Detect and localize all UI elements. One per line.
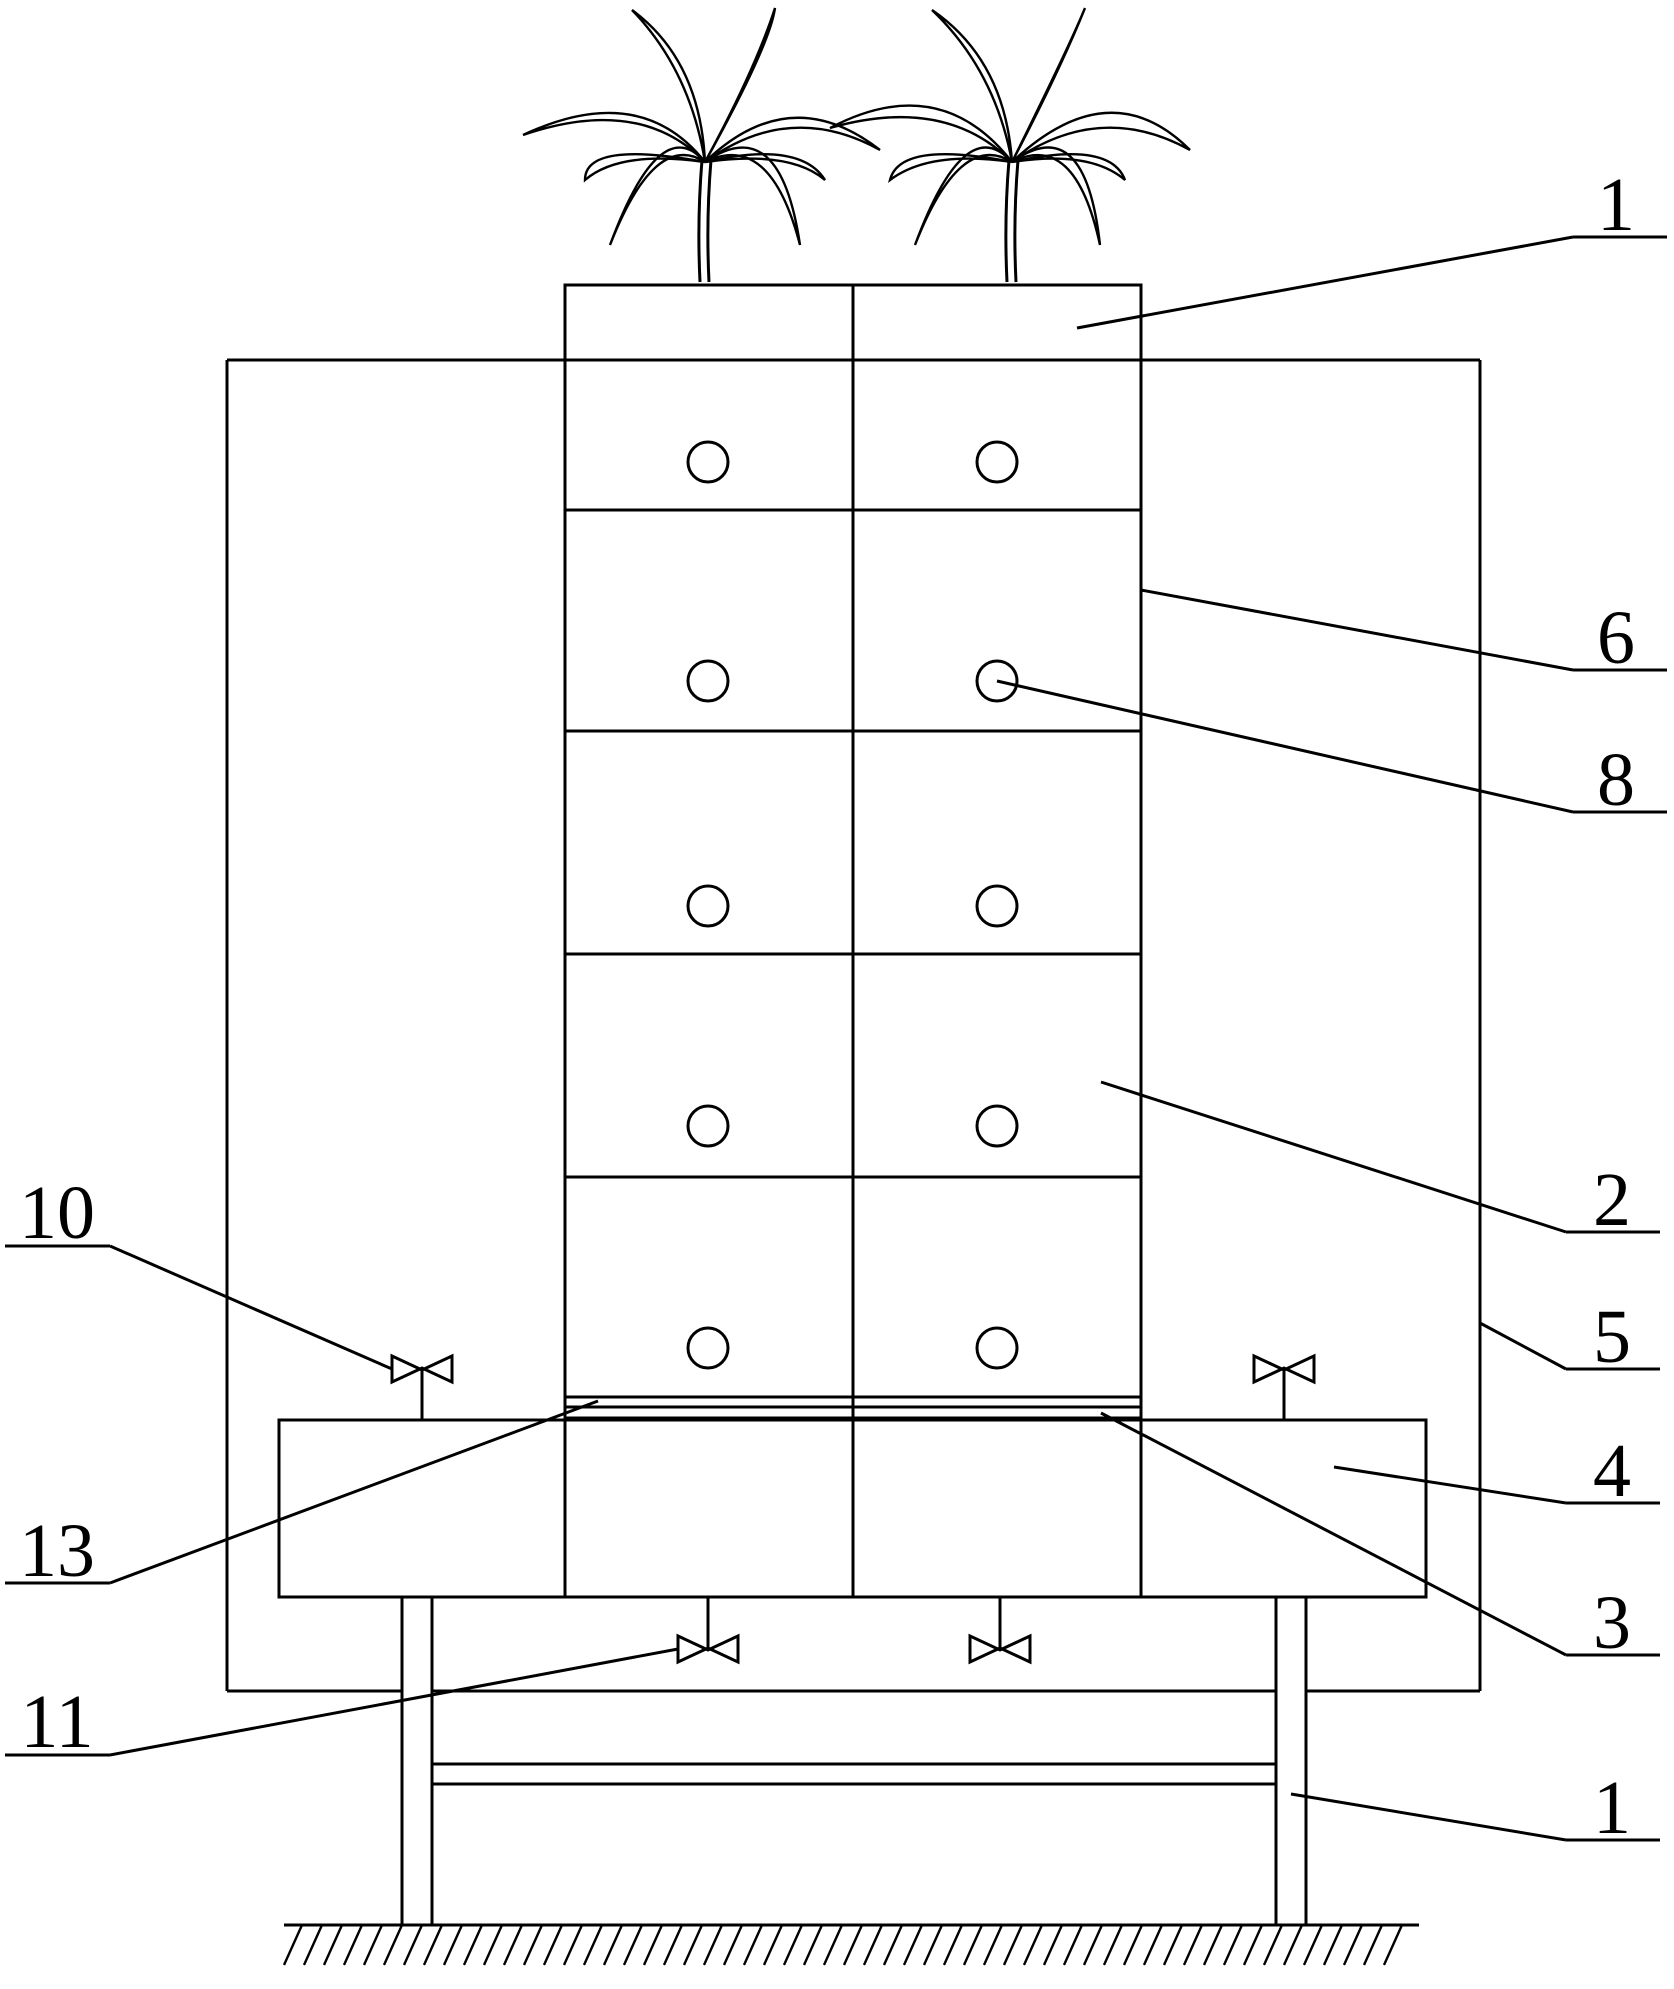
- ground-hatch-line: [642, 1924, 664, 1966]
- ground-hatch-line: [722, 1924, 744, 1966]
- ground-hatch-line: [1082, 1924, 1104, 1966]
- ground-hatch-line: [1282, 1924, 1304, 1966]
- label-1-top: 1: [1597, 163, 1635, 247]
- label-2: 2: [1593, 1158, 1631, 1242]
- ground-hatch-line: [1222, 1924, 1244, 1966]
- ground-hatch-line: [882, 1924, 904, 1966]
- valve-top-right: [1252, 1353, 1316, 1420]
- label-5: 5: [1593, 1295, 1631, 1379]
- valve-bottom-right: [968, 1597, 1032, 1665]
- label-3: 3: [1593, 1581, 1631, 1665]
- plant-left: [522, 7, 881, 283]
- plant-right: [829, 7, 1191, 283]
- label-6: 6: [1597, 596, 1635, 680]
- ground-hatch-line: [1122, 1924, 1144, 1966]
- ground-hatch-line: [1002, 1924, 1024, 1966]
- ground-hatch-line: [902, 1924, 924, 1966]
- ground-hatch-line: [802, 1924, 824, 1966]
- ground-hatch-line: [862, 1924, 884, 1966]
- ground-hatch-line: [682, 1924, 704, 1966]
- support-stand: [400, 1597, 1308, 1925]
- ground-hatch-line: [662, 1924, 684, 1966]
- ground-hatch-line: [822, 1924, 844, 1966]
- ground-hatch-line: [1302, 1924, 1324, 1966]
- label-13: 13: [19, 1509, 95, 1593]
- ground-hatch-line: [422, 1924, 444, 1966]
- ground-hatch-line: [782, 1924, 804, 1966]
- ground-hatch-line: [322, 1924, 344, 1966]
- ground-hatch-line: [742, 1924, 764, 1966]
- ground-hatch-line: [1142, 1924, 1164, 1966]
- ground-hatch-line: [962, 1924, 984, 1966]
- ground-hatch-line: [302, 1924, 324, 1966]
- ground-hatch-line: [762, 1924, 784, 1966]
- ground-hatch-line: [282, 1924, 304, 1966]
- ground-hatch-line: [1102, 1924, 1124, 1966]
- ground-hatch-line: [602, 1924, 624, 1966]
- ground-hatch-line: [362, 1924, 384, 1966]
- ground-hatch-line: [1062, 1924, 1084, 1966]
- ground-hatch-line: [922, 1924, 944, 1966]
- ground-hatch-line: [1182, 1924, 1204, 1966]
- ground-hatch-line: [462, 1924, 484, 1966]
- ground-hatch-line: [702, 1924, 724, 1966]
- ground-hatch-line: [522, 1924, 544, 1966]
- ground-hatch-line: [1382, 1924, 1404, 1966]
- label-11: 11: [20, 1680, 93, 1764]
- ground-hatch-line: [502, 1924, 524, 1966]
- planting-column: [563, 283, 1143, 1599]
- water-tank: [277, 1418, 1428, 1599]
- ground-hatch-line: [1202, 1924, 1224, 1966]
- ground-hatch-line: [942, 1924, 964, 1966]
- ground-hatch-line: [582, 1924, 604, 1966]
- ground-hatch-line: [442, 1924, 464, 1966]
- ground-hatch-line: [342, 1924, 364, 1966]
- ground-hatch-line: [482, 1924, 504, 1966]
- label-10: 10: [19, 1171, 95, 1255]
- ground-hatch-line: [542, 1924, 564, 1966]
- ground-hatch-line: [1242, 1924, 1264, 1966]
- holes: [686, 440, 1019, 1370]
- ground-hatch-line: [562, 1924, 584, 1966]
- ground-hatch-line: [1162, 1924, 1184, 1966]
- label-1-bottom: 1: [1593, 1766, 1631, 1850]
- ground-hatch-line: [842, 1924, 864, 1966]
- outer-frame: [225, 358, 1482, 1693]
- label-4: 4: [1593, 1429, 1631, 1513]
- ground-hatch-line: [1362, 1924, 1384, 1966]
- ground-hatch-line: [1042, 1924, 1064, 1966]
- valve-top-left: [390, 1353, 454, 1420]
- ground-hatch-line: [1322, 1924, 1344, 1966]
- leader-lines: [5, 235, 1667, 1842]
- ground-hatch-line: [1022, 1924, 1044, 1966]
- ground-hatch-line: [382, 1924, 404, 1966]
- ground: [282, 1923, 1419, 1966]
- valve-bottom-left: [676, 1597, 740, 1665]
- ground-hatch-line: [622, 1924, 644, 1966]
- label-8: 8: [1597, 738, 1635, 822]
- ground-hatch-line: [402, 1924, 424, 1966]
- ground-hatch-line: [1262, 1924, 1284, 1966]
- ground-hatch-line: [1342, 1924, 1364, 1966]
- ground-hatch-line: [982, 1924, 1004, 1966]
